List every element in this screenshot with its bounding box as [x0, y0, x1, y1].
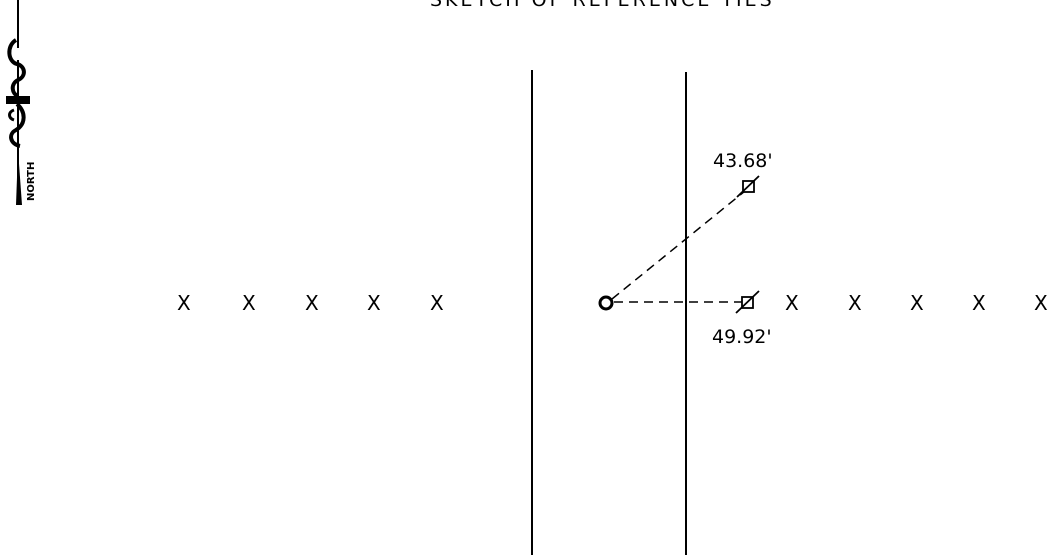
fence-mark: X [848, 291, 862, 315]
fence-mark: X [177, 291, 191, 315]
tie-distance-lower: 49.92' [712, 326, 772, 348]
fence-mark: X [242, 291, 256, 315]
fence-mark: X [430, 291, 444, 315]
fence-mark: X [367, 291, 381, 315]
reference-point-marker [598, 295, 614, 311]
fence-marks-left: X X X X X [177, 291, 444, 315]
fence-mark: X [972, 291, 986, 315]
tie-line-upper [611, 190, 746, 300]
fence-mark: X [1034, 291, 1048, 315]
fence-mark: X [305, 291, 319, 315]
north-label: NORTH [26, 162, 37, 201]
tie-point-lower-marker [735, 290, 760, 314]
tie-distance-upper: 43.68' [713, 150, 773, 172]
north-arrow-icon: NORTH [6, 0, 37, 205]
tie-point-upper-marker [736, 175, 760, 198]
sketch-title: SKETCH OF REFERENCE TIES [430, 0, 775, 11]
fence-mark: X [910, 291, 924, 315]
fence-mark: X [785, 291, 799, 315]
fence-marks-right: X X X X X [785, 291, 1048, 315]
